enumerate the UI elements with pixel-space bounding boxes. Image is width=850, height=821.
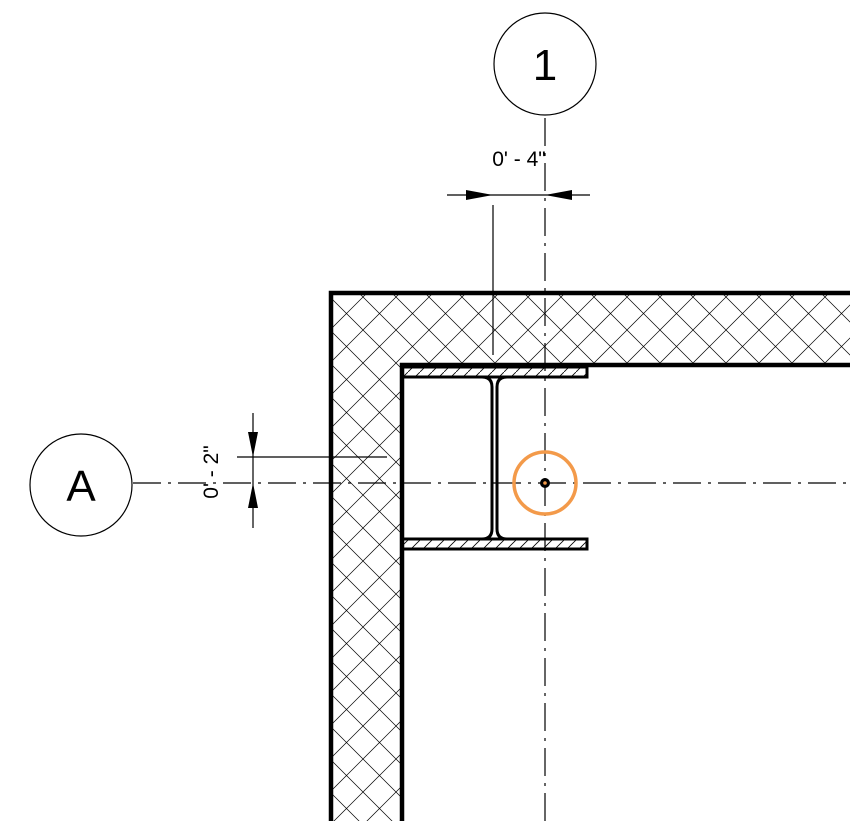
dimension-horizontal[interactable]: 0' - 4" bbox=[447, 148, 590, 355]
wall-inner-edge bbox=[399, 362, 850, 821]
grid-line-a[interactable]: A bbox=[29, 433, 850, 537]
beam-bottom-flange bbox=[400, 537, 589, 551]
dimension-vertical[interactable]: 0' - 2" bbox=[200, 413, 387, 528]
beam-web-right bbox=[495, 375, 587, 541]
arrow-icon bbox=[248, 483, 258, 508]
wall-hatch bbox=[331, 293, 850, 821]
beam-web-left bbox=[402, 375, 494, 541]
steel-beam[interactable] bbox=[400, 365, 589, 551]
selection-circle bbox=[512, 450, 578, 516]
arrow-icon bbox=[248, 432, 258, 457]
grid-bubble-1[interactable] bbox=[493, 12, 597, 116]
wall[interactable] bbox=[328, 290, 850, 821]
dimension-text[interactable]: 0' - 4" bbox=[492, 148, 545, 171]
insertion-point-center bbox=[543, 481, 547, 485]
grid-line-1[interactable]: 1 bbox=[493, 12, 597, 821]
grid-bubble-a[interactable] bbox=[29, 433, 133, 537]
arrow-icon bbox=[466, 190, 493, 200]
dimension-text[interactable]: 0' - 2" bbox=[200, 445, 223, 498]
wall-outer-edge bbox=[328, 290, 850, 821]
selection-marker[interactable] bbox=[512, 450, 578, 516]
beam-top-flange bbox=[400, 365, 589, 379]
grid-label-1: 1 bbox=[533, 41, 557, 90]
arrow-icon bbox=[545, 190, 572, 200]
grid-label-a: A bbox=[66, 462, 96, 511]
